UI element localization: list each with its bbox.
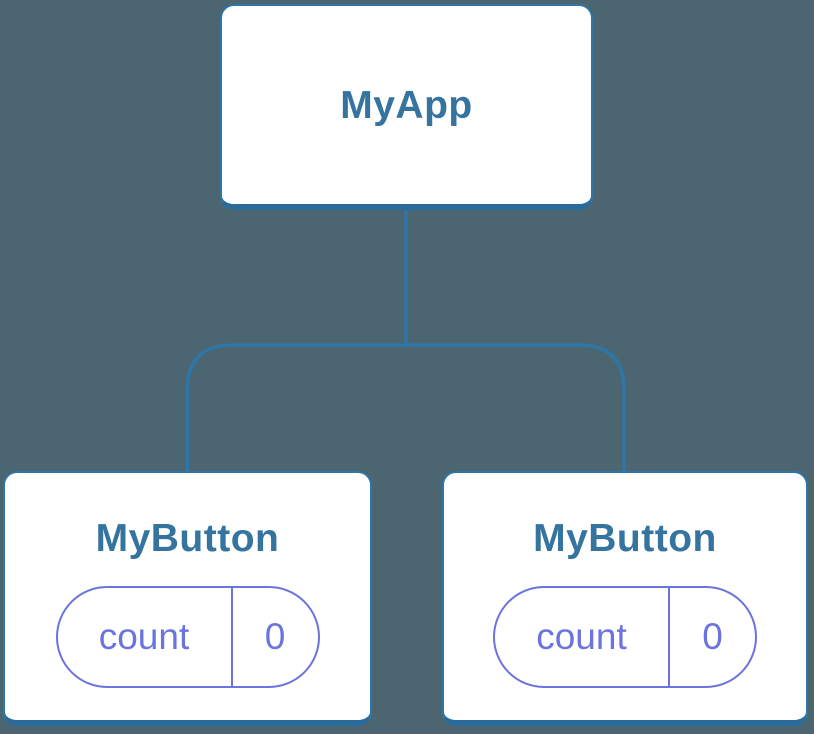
node-mybutton-1: MyButton count 0 bbox=[3, 471, 372, 726]
connector-branch bbox=[185, 343, 626, 472]
node-mybutton-2: MyButton count 0 bbox=[442, 471, 808, 726]
state-value: 0 bbox=[230, 588, 318, 686]
node-mybutton-1-label: MyButton bbox=[95, 517, 280, 560]
node-myapp-label: MyApp bbox=[340, 83, 473, 127]
node-myapp: MyApp bbox=[220, 4, 593, 210]
state-name-label: count bbox=[98, 616, 190, 657]
state-name-label: count bbox=[536, 616, 627, 657]
state-pill: count 0 bbox=[493, 586, 757, 688]
state-pill: count 0 bbox=[55, 586, 320, 688]
node-mybutton-2-label: MyButton bbox=[533, 517, 717, 560]
state-value: 0 bbox=[668, 588, 755, 686]
